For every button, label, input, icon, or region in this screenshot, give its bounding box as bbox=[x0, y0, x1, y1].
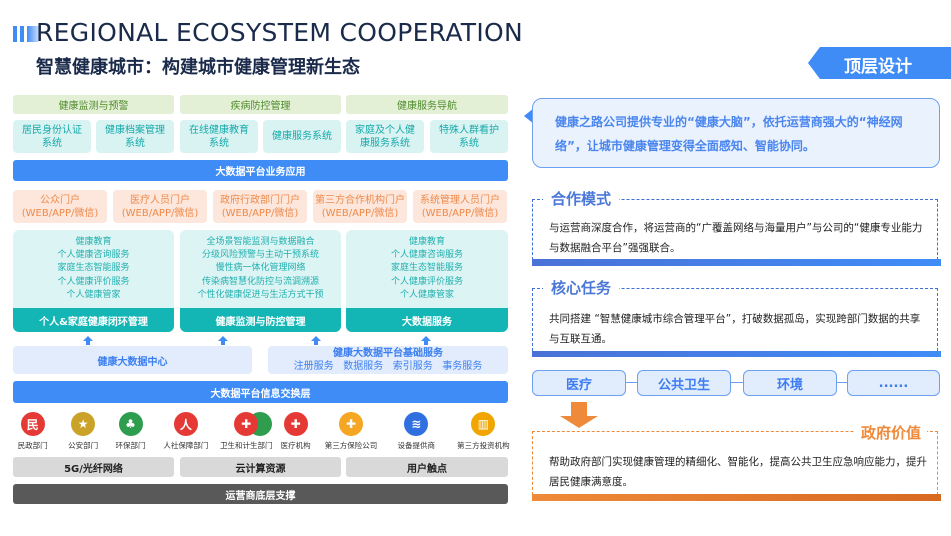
core-task-section: 核心任务 共同搭建 “智慧健康城市综合管理平台”，打破数据孤岛，实现跨部门数据的… bbox=[532, 277, 938, 351]
base-service-items: 注册服务 数据服务 索引服务 事务服务 bbox=[293, 361, 483, 372]
portal-name: 政府行政部门门户 bbox=[220, 194, 300, 206]
orange-arrow-stem bbox=[571, 402, 587, 416]
system-box: 家庭及个人健 康服务系统 bbox=[346, 120, 424, 153]
up-arrow-icon bbox=[218, 336, 228, 345]
exchange-layer-bar: 大数据平台信息交换层 bbox=[13, 381, 508, 403]
domain-pill[interactable]: ...... bbox=[847, 370, 940, 396]
domain-pill[interactable]: 环境 bbox=[743, 370, 837, 396]
service-items: 健康教育 个人健康咨询服务 家庭生态智能服务 个人健康评价服务 个人健康管家 bbox=[57, 237, 130, 300]
service-items: 健康教育 个人健康咨询服务 家庭生态智能服务 个人健康评价服务 个人健康管家 bbox=[390, 237, 463, 300]
partner-label: 医疗机构 bbox=[280, 441, 311, 450]
gov-value-body: 帮助政府部门实现健康管理的精细化、智能化，提高公共卫生应急响应能力，提升居民健康… bbox=[549, 456, 927, 488]
partner-label: 环保部门 bbox=[115, 441, 146, 450]
system-box: 健康档案管理 系统 bbox=[96, 120, 174, 153]
system-box: 健康服务系统 bbox=[263, 120, 341, 153]
partner-label: 第三方保险公司 bbox=[324, 441, 378, 450]
top-design-label: 顶层设计 bbox=[844, 57, 912, 77]
service-items: 全场景智能监测与数据融合 分级风险预警与主动干预系统 慢性病一体化管理网络 传染… bbox=[197, 237, 324, 300]
core-task-title: 核心任务 bbox=[543, 277, 620, 298]
gov-value-section: 政府价值 帮助政府部门实现健康管理的精细化、智能化，提高公共卫生应急响应能力，提… bbox=[532, 422, 938, 495]
cooperation-section: 合作模式 与运营商深度合作，将运营商的“广覆盖网络与海量用户”与公司的“健康专业… bbox=[532, 188, 938, 260]
down-arrow-icon bbox=[560, 416, 598, 428]
base-service-box: 健康大数据平台基础服务 注册服务 数据服务 索引服务 事务服务 bbox=[268, 346, 508, 374]
service-title: 个人&家庭健康闭环管理 bbox=[13, 308, 174, 332]
service-title: 健康监测与防控管理 bbox=[180, 308, 341, 332]
infra-box: 云计算资源 bbox=[180, 457, 341, 477]
partner-label: 公安部门 bbox=[68, 441, 99, 450]
bank-building-icon: ▥ bbox=[471, 412, 496, 436]
hospital-cross-icon: ✚ bbox=[283, 412, 308, 436]
portal-channels: (WEB/APP/微信) bbox=[221, 207, 299, 219]
partner-label: 第三方投资机构 bbox=[457, 441, 510, 450]
cooperation-body: 与运营商深度合作，将运营商的“广覆盖网络与海量用户”与公司的“健康专业能力与数据… bbox=[549, 222, 923, 254]
category-header: 健康服务导航 bbox=[346, 95, 508, 114]
base-service-title: 健康大数据平台基础服务 bbox=[333, 348, 443, 359]
top-design-tag: 顶层设计 bbox=[808, 47, 951, 79]
system-box: 特殊人群看护 系统 bbox=[430, 120, 508, 153]
domain-pill[interactable]: 医疗 bbox=[532, 370, 626, 396]
portal-box[interactable]: 第三方合作机构门户(WEB/APP/微信) bbox=[313, 190, 407, 223]
section-underline bbox=[532, 494, 941, 501]
callout-box: 健康之路公司提供专业的“健康大脑”，依托运营商强大的“神经网络”，让城市健康管理… bbox=[532, 98, 940, 168]
infra-box: 5G/光纤网络 bbox=[13, 457, 174, 477]
portal-name: 公众门户 bbox=[40, 194, 80, 206]
service-title: 大数据服务 bbox=[346, 308, 508, 332]
portal-channels: (WEB/APP/微信) bbox=[21, 207, 99, 219]
page-title-en: REGIONAL ECOSYSTEM COOPERATION bbox=[36, 18, 524, 47]
data-center-box: 健康大数据中心 bbox=[13, 346, 252, 374]
partner-health-commission-emblem: ✚ 卫生和计生部门 bbox=[218, 412, 275, 451]
system-box: 居民身份认证 系统 bbox=[13, 120, 91, 153]
partner-bank-building-icon: ▥ 第三方投资机构 bbox=[447, 412, 520, 451]
social-security-emblem: 人 bbox=[173, 412, 198, 436]
service-block: 全场景智能监测与数据融合 分级风险预警与主动干预系统 慢性病一体化管理网络 传染… bbox=[180, 230, 341, 332]
core-task-body: 共同搭建 “智慧健康城市综合管理平台”，打破数据孤岛，实现跨部门数据的共享与互联… bbox=[549, 313, 921, 345]
environment-emblem: ♣ bbox=[118, 412, 143, 436]
up-arrow-icon bbox=[311, 336, 321, 345]
partner-label: 卫生和计生部门 bbox=[219, 441, 273, 450]
portal-name: 第三方合作机构门户 bbox=[315, 194, 405, 206]
operator-support-bar: 运营商底层支撑 bbox=[13, 484, 508, 504]
insurance-shield-icon: ✚ bbox=[338, 412, 363, 436]
partner-label: 人社保障部门 bbox=[163, 441, 209, 450]
business-app-bar: 大数据平台业务应用 bbox=[13, 160, 508, 181]
health-commission-emblem: ✚ bbox=[234, 412, 259, 436]
page-subtitle: 智慧健康城市：构建城市健康管理新生态 bbox=[36, 57, 360, 78]
portal-box[interactable]: 公众门户(WEB/APP/微信) bbox=[13, 190, 107, 223]
portal-name: 医疗人员门户 bbox=[130, 194, 190, 206]
partner-insurance-shield-icon: ✚ 第三方保险公司 bbox=[316, 412, 385, 451]
partner-social-security-emblem: 人人社保障部门 bbox=[154, 412, 217, 451]
cooperation-title: 合作模式 bbox=[543, 188, 620, 209]
portal-box[interactable]: 系统管理人员门户(WEB/APP/微信) bbox=[413, 190, 507, 223]
partner-hospital-cross-icon: ✚ 医疗机构 bbox=[275, 412, 317, 451]
category-header: 健康监测与预警 bbox=[13, 95, 174, 114]
router-icon: ≋ bbox=[404, 412, 429, 436]
partner-police-emblem: ★ 公安部门 bbox=[59, 412, 106, 451]
portal-channels: (WEB/APP/微信) bbox=[421, 207, 499, 219]
portal-box[interactable]: 医疗人员门户(WEB/APP/微信) bbox=[113, 190, 207, 223]
portal-channels: (WEB/APP/微信) bbox=[321, 207, 399, 219]
title-accent-bars bbox=[13, 26, 39, 42]
partner-environment-emblem: ♣ 环保部门 bbox=[107, 412, 154, 451]
police-emblem: ★ bbox=[71, 412, 96, 436]
system-box: 在线健康教育 系统 bbox=[180, 120, 258, 153]
partner-label: 民政部门 bbox=[17, 441, 48, 450]
service-block: 健康教育 个人健康咨询服务 家庭生态智能服务 个人健康评价服务 个人健康管家大数… bbox=[346, 230, 508, 332]
partner-civil-affairs-emblem: 民民政部门 bbox=[6, 412, 59, 451]
civil-affairs-emblem: 民 bbox=[20, 412, 45, 436]
section-underline bbox=[532, 351, 941, 357]
partner-router-icon: ≋ 设备提供商 bbox=[386, 412, 447, 451]
up-arrow-icon bbox=[421, 336, 431, 345]
service-block: 健康教育 个人健康咨询服务 家庭生态智能服务 个人健康评价服务 个人健康管家个人… bbox=[13, 230, 174, 332]
callout-pointer bbox=[524, 108, 534, 124]
section-underline bbox=[532, 259, 941, 266]
portal-channels: (WEB/APP/微信) bbox=[121, 207, 199, 219]
domain-pill[interactable]: 公共卫生 bbox=[637, 370, 731, 396]
portal-name: 系统管理人员门户 bbox=[420, 194, 500, 206]
infra-box: 用户触点 bbox=[346, 457, 508, 477]
category-header: 疾病防控管理 bbox=[180, 95, 341, 114]
gov-value-title: 政府价值 bbox=[854, 422, 927, 443]
up-arrow-icon bbox=[83, 336, 93, 345]
partner-label: 设备提供商 bbox=[397, 441, 435, 450]
portal-box[interactable]: 政府行政部门门户(WEB/APP/微信) bbox=[213, 190, 307, 223]
